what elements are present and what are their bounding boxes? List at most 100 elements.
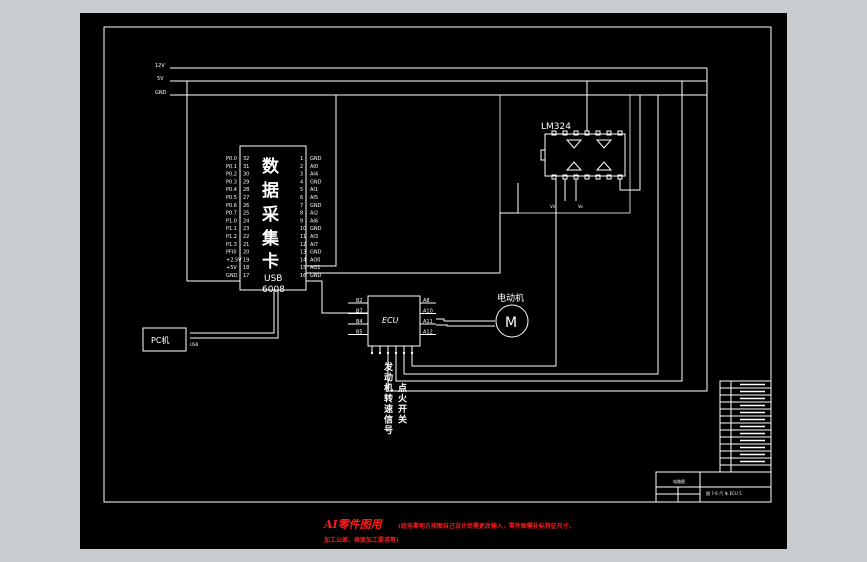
daq-right-pin-name: AI1 bbox=[310, 187, 318, 193]
daq-left-pin-number: 18 bbox=[243, 265, 249, 271]
daq-right-pin-number: 8 bbox=[300, 211, 303, 217]
daq-left-pin-name: P1.0 bbox=[226, 218, 237, 224]
daq-title-char-5: 卡 bbox=[262, 251, 279, 272]
rail-12v-label: 12V bbox=[155, 63, 165, 69]
drawing-sheet bbox=[80, 13, 787, 549]
daq-right-pin-name: AI5 bbox=[310, 195, 318, 201]
ecu-right-pin: A11 bbox=[423, 319, 433, 325]
title-block-bottom-text: 图 7-6 汽 车 ECU 5 bbox=[706, 490, 742, 496]
lm324-vin-label: Vin bbox=[550, 204, 557, 209]
pc-box: PC机 USB bbox=[142, 327, 198, 352]
signal-label-char: 机 bbox=[384, 382, 393, 394]
daq-left-pin-number: 25 bbox=[243, 211, 249, 217]
daq-left-pin-name: P0.3 bbox=[226, 179, 237, 185]
daq-right-pin-number: 16 bbox=[300, 273, 306, 279]
daq-left-pin-name: P0.5 bbox=[226, 195, 237, 201]
signal-label-char: 火 bbox=[398, 394, 408, 405]
daq-left-pin-name: P0.6 bbox=[226, 203, 237, 209]
daq-right-pin-name: AI0 bbox=[310, 164, 318, 170]
lm324-top-pins bbox=[551, 130, 623, 136]
daq-right-pin-name: GND bbox=[310, 156, 322, 162]
daq-left-pin-number: 24 bbox=[243, 218, 249, 224]
daq-left-pin-number: 27 bbox=[243, 195, 249, 201]
daq-left-pin-number: 22 bbox=[243, 234, 249, 240]
daq-right-pin-name: AI4 bbox=[310, 172, 318, 178]
motor: M 电动机 bbox=[495, 292, 529, 338]
daq-left-pin-name: P0.4 bbox=[226, 187, 237, 193]
daq-left-pin-name: P0.7 bbox=[226, 211, 237, 217]
daq-left-pin-number: 31 bbox=[243, 164, 249, 170]
daq-right-pin-name: GND bbox=[310, 273, 322, 279]
daq-title-char-1: 数 bbox=[262, 156, 280, 177]
daq-left-pin-number: 20 bbox=[243, 250, 249, 256]
pc-label: PC机 bbox=[151, 335, 169, 345]
drawing-frame bbox=[103, 26, 772, 503]
daq-right-pin-number: 14 bbox=[300, 257, 306, 263]
motor-symbol: M bbox=[505, 315, 517, 331]
signal-label-char: 发 bbox=[383, 361, 394, 373]
footer-main: AI零件图用 bbox=[323, 518, 384, 531]
daq-right-pin-name: AI3 bbox=[310, 234, 318, 240]
daq-left-pin-name: +2.5V bbox=[226, 257, 242, 263]
daq-left-pin-name: P1.1 bbox=[226, 226, 237, 232]
ecu-left-pin: B5 bbox=[356, 330, 363, 336]
rail-5v-label: 5V bbox=[157, 76, 164, 82]
motor-title: 电动机 bbox=[497, 292, 524, 304]
daq-right-pin-name: GND bbox=[310, 179, 322, 185]
footer-note: AI零件图用 (组电零地方按图自己设计尚需更改输入，零件图需补标特征尺寸、 加工… bbox=[323, 518, 575, 544]
ecu-label: ECU bbox=[382, 316, 399, 325]
daq-model-line1: USB bbox=[264, 274, 282, 284]
title-block-name: 电路图 bbox=[673, 478, 685, 484]
daq-right-pin-number: 4 bbox=[300, 179, 303, 185]
footer-line1: (组电零地方按图自己设计尚需更改输入，零件图需补标特征尺寸、 bbox=[398, 522, 575, 530]
ecu-left-pin: B2 bbox=[356, 298, 363, 304]
daq-left-pin-number: 26 bbox=[243, 203, 249, 209]
daq-right-pin-name: AO1 bbox=[310, 265, 320, 271]
ecu-left-pin: B7 bbox=[356, 309, 363, 315]
ecu-left-pin: B4 bbox=[356, 319, 363, 325]
daq-left-pin-number: 19 bbox=[243, 257, 249, 263]
daq-left-pin-number: 21 bbox=[243, 242, 249, 248]
daq-right-pin-number: 12 bbox=[300, 242, 306, 248]
daq-left-pin-name: P1.3 bbox=[226, 242, 237, 248]
signal-label-char: 速 bbox=[384, 403, 393, 415]
daq-right-pin-number: 2 bbox=[300, 164, 303, 170]
signal-label-char: 开 bbox=[398, 404, 407, 415]
daq-right-pin-number: 5 bbox=[300, 187, 303, 193]
daq-left-pin-name: PFI0 bbox=[226, 250, 237, 256]
daq-left-pin-name: P1.2 bbox=[226, 234, 237, 240]
ecu-right-pin: A12 bbox=[423, 330, 433, 336]
ecu-right-pin: A10 bbox=[423, 309, 433, 315]
daq-right-pin-number: 15 bbox=[300, 265, 306, 271]
daq-right-pin-name: GND bbox=[310, 203, 322, 209]
ecu-wires bbox=[387, 68, 708, 392]
daq-right-pin-name: GND bbox=[310, 226, 322, 232]
daq-left-pin-name: P0.0 bbox=[226, 156, 237, 162]
daq-right-pin-number: 3 bbox=[300, 172, 303, 178]
daq-right-pin-name: AI6 bbox=[310, 218, 318, 224]
signal-label-char: 信 bbox=[384, 414, 393, 426]
daq-left-pin-number: 30 bbox=[243, 172, 249, 178]
daq-title-char-4: 集 bbox=[261, 228, 280, 249]
daq-left-pin-name: +5V bbox=[226, 265, 237, 271]
daq-left-pin-number: 32 bbox=[243, 156, 249, 162]
daq-left-pin-name: P0.2 bbox=[226, 172, 237, 178]
daq-left-pin-number: 17 bbox=[243, 273, 249, 279]
daq-right-pin-number: 9 bbox=[300, 218, 303, 224]
signal-label-char: 转 bbox=[384, 393, 393, 405]
daq-left-pin-number: 29 bbox=[243, 179, 249, 185]
ecu-right-pin: A8 bbox=[423, 298, 430, 304]
daq-right-pin-number: 13 bbox=[300, 250, 306, 256]
daq-left-pin-name: GND bbox=[226, 273, 238, 279]
signal-label-char: 关 bbox=[398, 414, 407, 426]
footer-line2: 加工公差、表面加工要求等) bbox=[323, 536, 399, 544]
